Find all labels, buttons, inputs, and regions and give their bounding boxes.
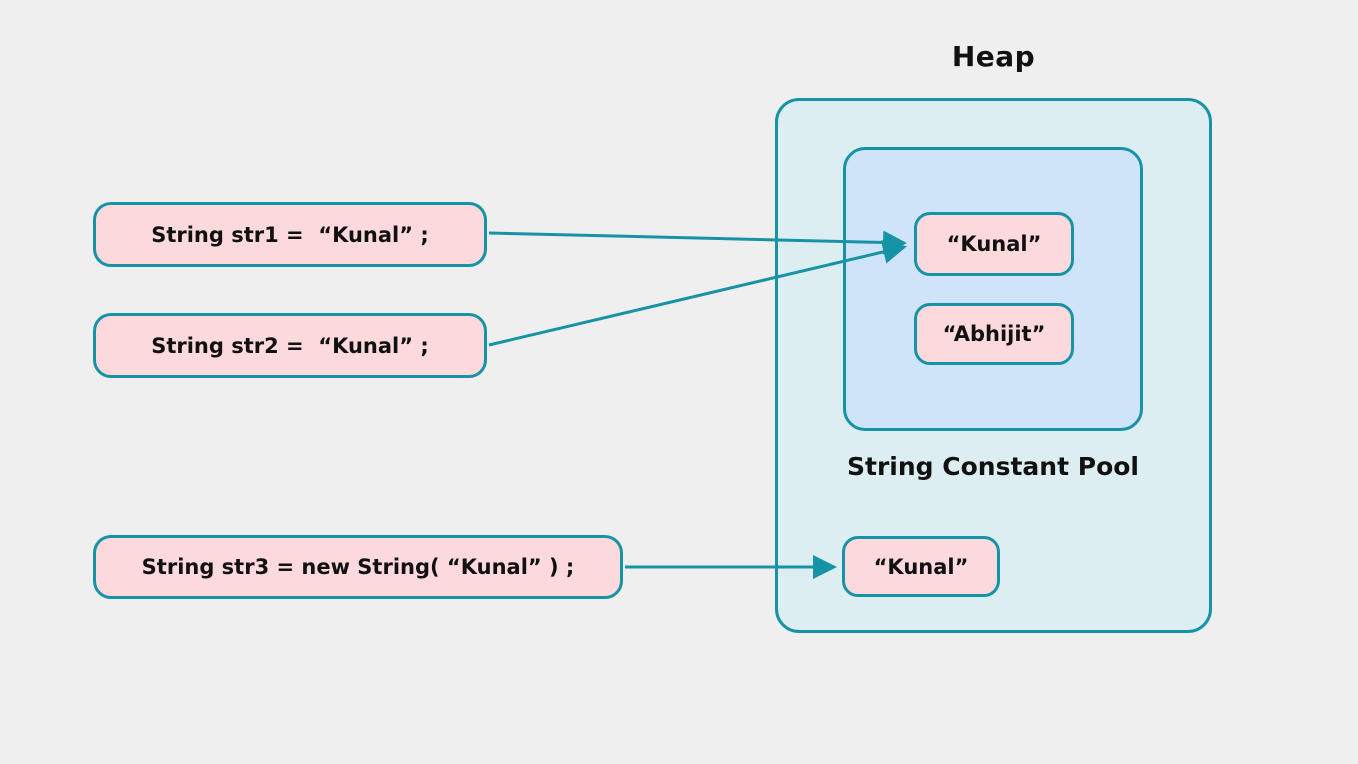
string-constant-pool-label: String Constant Pool <box>847 452 1139 481</box>
pool-string-abhijit: “Abhijit” <box>914 303 1074 365</box>
heap-label: Heap <box>951 40 1036 73</box>
code-statement-str1: String str1 = “Kunal” ; <box>93 202 487 267</box>
code-statement-str3: String str3 = new String( “Kunal” ) ; <box>93 535 623 599</box>
heap-string-kunal: “Kunal” <box>842 536 1000 597</box>
pool-string-kunal: “Kunal” <box>914 212 1074 276</box>
string-constant-pool-container <box>843 147 1143 431</box>
code-statement-str2: String str2 = “Kunal” ; <box>93 313 487 378</box>
